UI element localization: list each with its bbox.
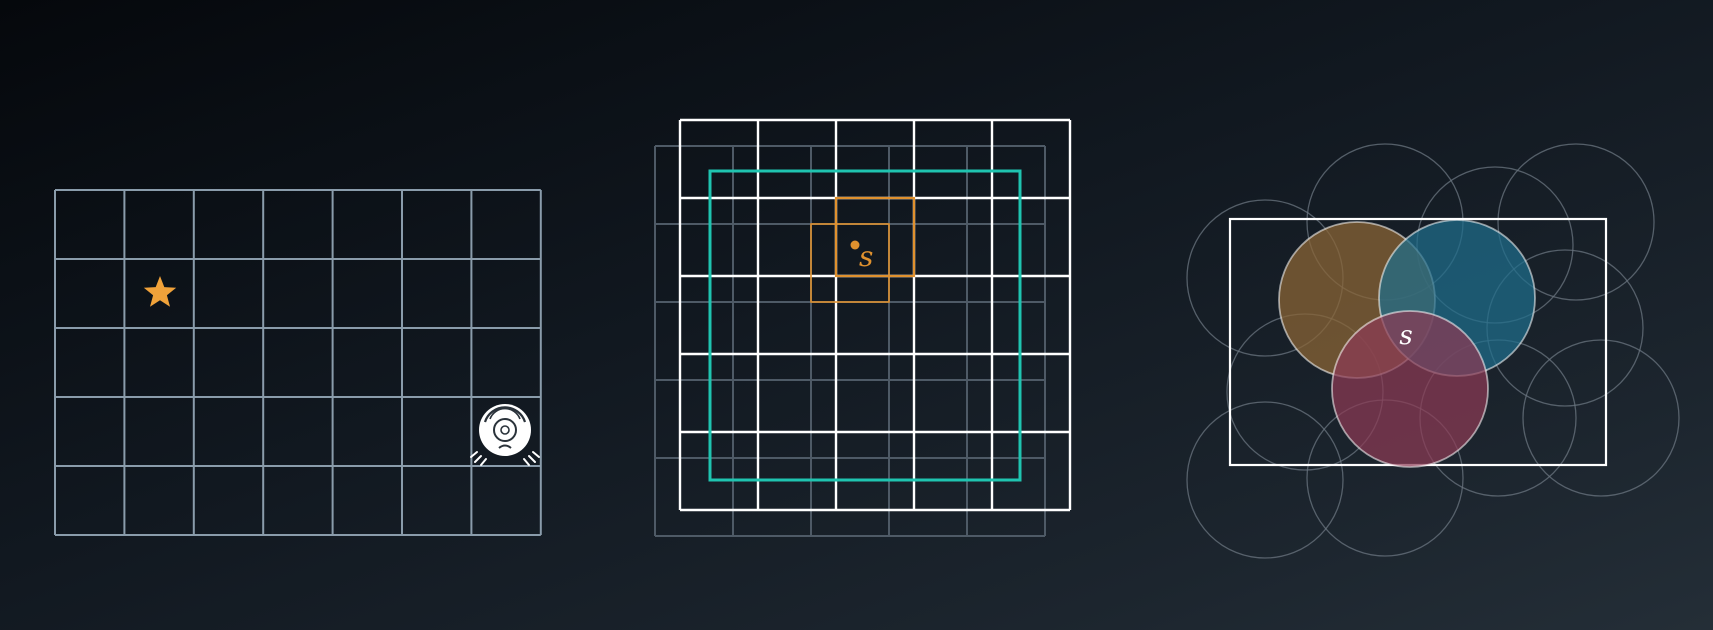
primary-tiling-grid (678, 118, 1072, 512)
robot-vacuum-icon (470, 404, 540, 466)
feature-circle (1186, 401, 1344, 559)
state-space-boundary (708, 169, 1022, 482)
active-features (1278, 219, 1536, 468)
feature-circle (1522, 339, 1680, 497)
state-label: s (1399, 321, 1412, 351)
gridworld-panel (54, 189, 542, 536)
active-feature-c (1331, 310, 1489, 468)
gridworld-grid (54, 189, 542, 536)
feature-circle (1497, 143, 1655, 301)
coarse-coding-panel: s (1186, 143, 1680, 559)
active-tile-offset (810, 223, 890, 303)
tile-coding-panel: s (654, 118, 1072, 537)
state-label: s (859, 240, 873, 273)
star-icon (143, 276, 177, 307)
state-point (850, 240, 860, 250)
offset-tiling-grid (654, 145, 1046, 537)
active-tile-primary (834, 196, 916, 278)
